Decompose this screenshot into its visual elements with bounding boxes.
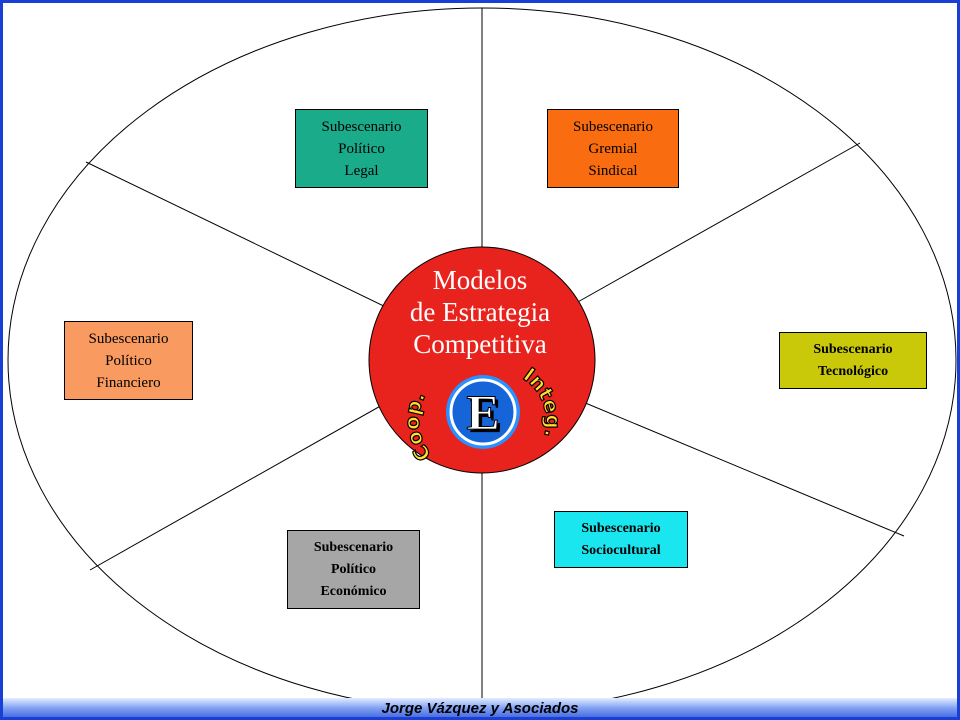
center-title: Modelos de Estrategia Competitiva bbox=[380, 264, 580, 360]
box-politico-financiero: Subescenario Político Financiero bbox=[64, 321, 193, 400]
center-title-line: de Estrategia bbox=[409, 297, 551, 327]
center-title-line: Modelos bbox=[432, 265, 528, 295]
box-line: Político bbox=[105, 352, 152, 369]
footer-credit: Jorge Vázquez y Asociados bbox=[381, 700, 579, 717]
box-line: Subescenario bbox=[573, 118, 653, 135]
box-line: Subescenario bbox=[581, 520, 661, 536]
box-line: Subescenario bbox=[321, 118, 402, 135]
box-line: Político bbox=[338, 140, 385, 157]
box-line: Sociocultural bbox=[581, 542, 661, 558]
center-title-line: Competitiva bbox=[413, 329, 547, 359]
box-line: Económico bbox=[320, 583, 387, 599]
box-politico-economico: Subescenario Político Económico bbox=[287, 530, 420, 609]
box-line: Político bbox=[330, 561, 377, 577]
box-politico-legal: Subescenario Político Legal bbox=[295, 109, 428, 188]
box-line: Gremial bbox=[588, 140, 638, 157]
center-circle bbox=[368, 246, 596, 474]
spoke-lower-left bbox=[89, 403, 385, 571]
spoke-upper-left bbox=[85, 161, 393, 311]
box-line: Subescenario bbox=[313, 539, 394, 555]
badge-letter-shadow: E bbox=[469, 387, 502, 443]
badge-circle bbox=[449, 378, 517, 446]
badge-letter: E bbox=[466, 384, 499, 440]
box-line: Financiero bbox=[96, 374, 161, 391]
footer-bar: Jorge Vázquez y Asociados bbox=[3, 698, 957, 717]
box-line: Subescenario bbox=[88, 330, 169, 347]
spoke-lower-right bbox=[582, 401, 905, 537]
box-sociocultural: Subescenario Sociocultural bbox=[554, 511, 688, 568]
box-line: Tecnológico bbox=[817, 363, 889, 379]
box-gremial-sindical: Subescenario Gremial Sindical bbox=[547, 109, 679, 188]
box-line: Subescenario bbox=[813, 341, 893, 357]
spoke-upper-right bbox=[575, 142, 861, 304]
box-tecnologico: Subescenario Tecnológico bbox=[779, 332, 927, 389]
box-line: Legal bbox=[344, 162, 379, 179]
box-line: Sindical bbox=[588, 162, 638, 179]
